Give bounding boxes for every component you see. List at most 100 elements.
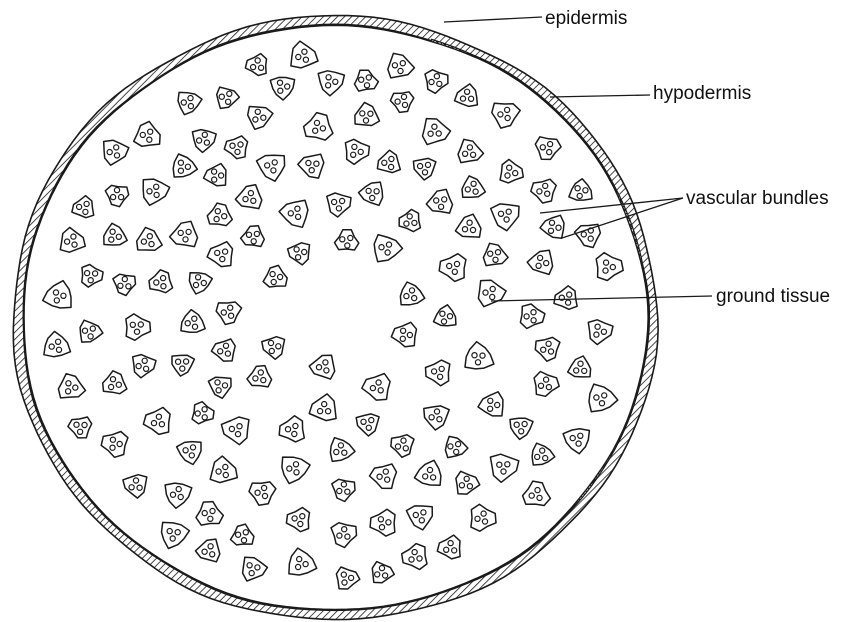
xylem-vessel — [438, 374, 443, 379]
xylem-vessel — [122, 277, 127, 282]
xylem-vessel — [294, 470, 299, 475]
xylem-vessel — [448, 541, 453, 546]
xylem-vessel — [272, 160, 277, 165]
xylem-vessel — [575, 186, 580, 191]
xylem-vessel — [358, 149, 363, 154]
xylem-vessel — [186, 229, 191, 234]
xylem-vessel — [431, 475, 436, 480]
xylem-vessel — [322, 402, 327, 407]
xylem-vessel — [309, 168, 314, 173]
label-epidermis: epidermis — [545, 9, 627, 28]
xylem-vessel — [386, 242, 391, 247]
xylem-vessel — [302, 49, 307, 54]
xylem-vessel — [332, 199, 337, 204]
xylem-vessel — [379, 525, 384, 530]
xylem-vessel — [326, 75, 331, 80]
xylem-vessel — [427, 467, 432, 472]
xylem-vessel — [188, 96, 193, 101]
xylem-vessel — [602, 393, 607, 398]
xylem-vessel — [482, 519, 487, 524]
xylem-vessel — [277, 80, 282, 85]
xylem-vessel — [219, 94, 224, 99]
xylem-vessel — [61, 293, 66, 298]
xylem-vessel — [497, 462, 502, 467]
xylem-vessel — [178, 230, 183, 235]
xylem-vessel — [536, 263, 541, 268]
xylem-vessel — [170, 492, 175, 497]
xylem-vessel — [223, 249, 228, 254]
xylem-vessel — [210, 552, 215, 557]
xylem-vessel — [359, 77, 364, 82]
xylem-vessel — [441, 319, 446, 324]
xylem-vessel — [480, 353, 485, 358]
xylem-vessel — [192, 316, 197, 321]
xylem-vessel — [548, 142, 553, 147]
xylem-vessel — [117, 441, 122, 446]
xylem-vessel — [228, 305, 233, 310]
xylem-vessel — [471, 181, 476, 186]
xylem-vessel — [524, 314, 529, 319]
xylem-vessel — [208, 544, 213, 549]
xylem-vessel — [303, 562, 308, 567]
xylem-vessel — [202, 407, 207, 412]
xylem-vessel — [201, 280, 206, 285]
xylem-vessel — [338, 443, 343, 448]
xylem-vessel — [548, 228, 553, 233]
xylem-vessel — [93, 271, 98, 276]
xylem-vessel — [582, 368, 587, 373]
xylem-vessel — [465, 89, 470, 94]
xylem-vessel — [376, 380, 381, 385]
xylem-vessel — [236, 532, 241, 537]
xylem-vessel — [56, 339, 61, 344]
xylem-vessel — [436, 131, 441, 136]
xylem-vessel — [407, 214, 412, 219]
xylem-vessel — [161, 276, 166, 281]
xylem-vessel — [594, 332, 599, 337]
xylem-vessel — [452, 548, 457, 553]
xylem-vessel — [185, 321, 190, 326]
xylem-vessel — [366, 425, 371, 430]
xylem-vessel — [246, 232, 251, 237]
xylem-vessel — [134, 329, 139, 334]
xylem-vessel — [151, 421, 156, 426]
xylem-vessel — [183, 237, 188, 242]
xylem-vessel — [110, 377, 115, 382]
xylem-vessel — [196, 275, 201, 280]
xylem-vessel — [107, 150, 112, 155]
xylem-vessel — [202, 415, 207, 420]
xylem-vessel — [440, 311, 445, 316]
xylem-vessel — [227, 91, 232, 96]
xylem-vessel — [265, 163, 270, 168]
xylem-vessel — [255, 109, 260, 114]
xylem-vessel — [258, 370, 263, 375]
xylem-vessel — [413, 512, 418, 517]
xylem-vessel — [385, 477, 390, 482]
xylem-vessel — [541, 347, 546, 352]
xylem-vessel — [463, 151, 468, 156]
xylem-vessel — [465, 187, 470, 192]
xylem-vessel — [483, 290, 488, 295]
xylem-vessel — [429, 415, 434, 420]
xylem-vessel — [82, 328, 87, 333]
xylem-vessel — [114, 145, 119, 150]
xylem-vessel — [382, 160, 387, 165]
xylem-vessel — [324, 368, 329, 373]
xylem-vessel — [238, 142, 243, 147]
xylem-vessel — [379, 245, 384, 250]
xylem-vessel — [140, 132, 145, 137]
xylem-vessel — [180, 366, 185, 371]
xylem-vessel — [141, 239, 146, 244]
xylem-vessel — [556, 225, 561, 230]
xylem-vessel — [577, 193, 582, 198]
xylem-vessel — [316, 365, 321, 370]
xylem-vessel — [296, 255, 301, 260]
xylem-vessel — [190, 445, 195, 450]
xylem-vessel — [378, 517, 383, 522]
xylem-vessel — [490, 294, 495, 299]
xylem-vessel — [537, 495, 542, 500]
xylem-vessel — [333, 79, 338, 84]
xylem-vessel — [202, 510, 207, 515]
xylem-vessel — [434, 409, 439, 414]
xylem-vessel — [285, 427, 290, 432]
xylem-vessel — [66, 381, 71, 386]
